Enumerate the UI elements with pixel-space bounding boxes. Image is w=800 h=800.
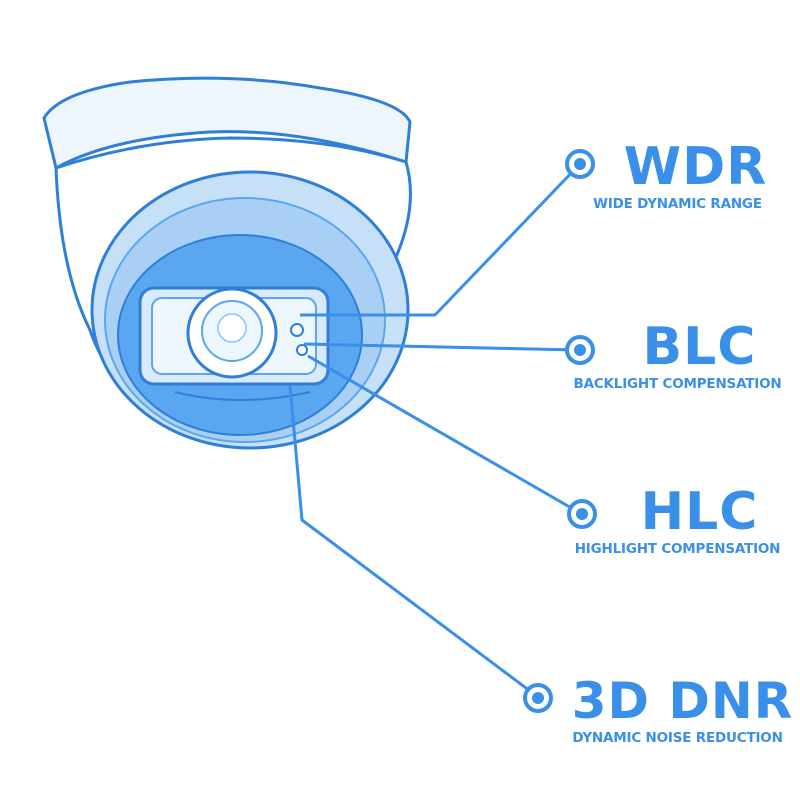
feature-desc: DYNAMIC NOISE REDUCTION [572, 730, 783, 746]
sensor-dot-2 [296, 344, 308, 356]
feature-wdr: WDR WIDE DYNAMIC RANGE [560, 138, 795, 212]
leader-line-blc [303, 342, 579, 352]
target-marker-wdr [565, 149, 595, 179]
target-markers [523, 149, 597, 713]
target-marker-hlc [567, 499, 597, 529]
sensor-dot-1 [290, 323, 304, 337]
feature-3d-dnr: 3D DNR DYNAMIC NOISE REDUCTION [560, 672, 795, 746]
camera-base-rim [55, 130, 407, 169]
leader-lines [288, 164, 581, 699]
target-marker-dnr [523, 683, 553, 713]
feature-desc: WIDE DYNAMIC RANGE [593, 196, 762, 212]
camera-bottom-lip [174, 391, 311, 401]
feature-abbr: BLC [642, 317, 757, 377]
feature-abbr: HLC [640, 482, 759, 542]
lens-center [217, 313, 247, 343]
feature-desc: HIGHLIGHT COMPENSATION [574, 541, 781, 557]
feature-hlc: HLC HIGHLIGHT COMPENSATION [560, 483, 795, 557]
feature-blc: BLC BACKLIGHT COMPENSATION [560, 318, 795, 392]
leader-line-hlc [307, 354, 581, 515]
leader-line-dnr [288, 384, 539, 699]
feature-abbr: WDR [623, 137, 768, 197]
dome-camera-illustration [42, 76, 412, 450]
target-marker-blc [565, 335, 595, 365]
feature-desc: BACKLIGHT COMPENSATION [573, 376, 782, 392]
leader-line-wdr [300, 164, 580, 317]
feature-abbr: 3D DNR [571, 672, 794, 730]
